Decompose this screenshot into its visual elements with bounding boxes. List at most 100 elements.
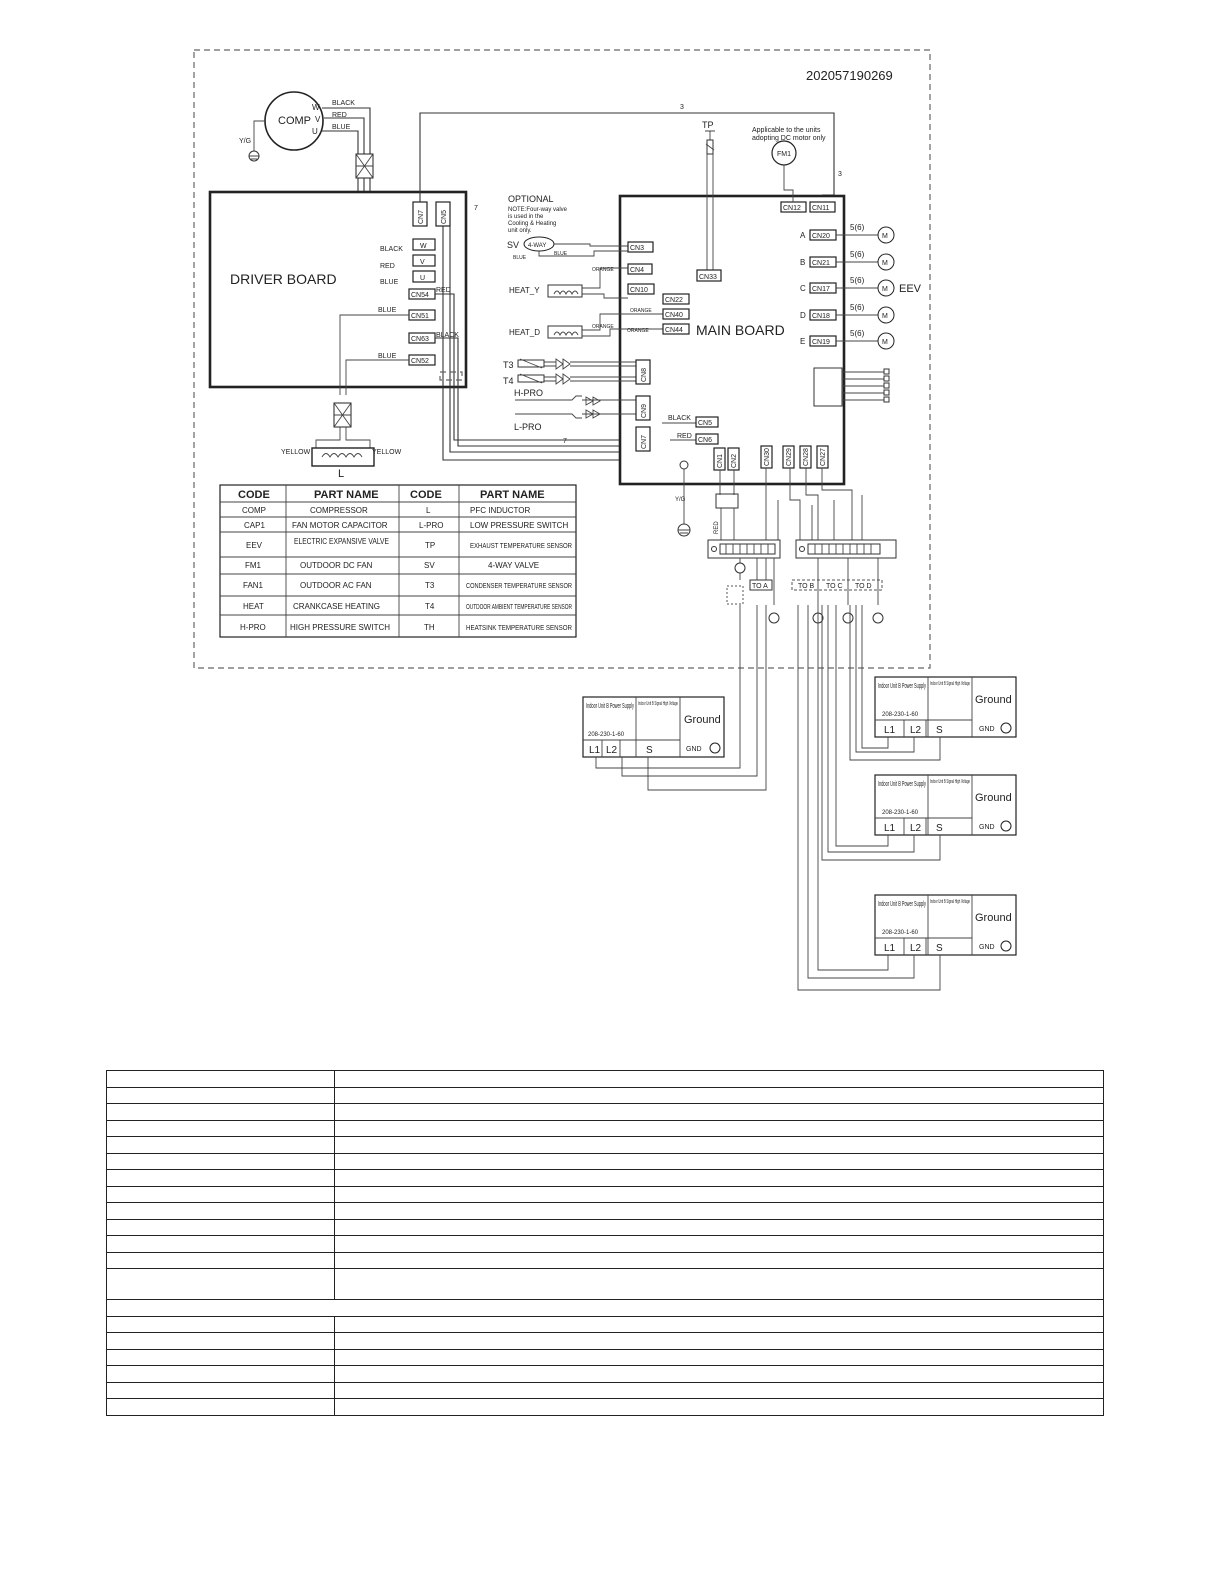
svg-text:FM1: FM1 [245,561,262,570]
indoor-unit-box-c: Indoor Unit B Power Supply Indoor Unit B… [874,774,1017,836]
svg-text:CN11: CN11 [812,205,829,212]
svg-text:COMPRESSOR: COMPRESSOR [310,506,368,515]
svg-text:V: V [315,115,321,124]
eev-valves: A CN20 5(6) M B CN21 5(6) M C CN17 5(6) … [800,223,922,350]
svg-text:PART NAME: PART NAME [480,489,545,501]
svg-text:L: L [426,506,431,515]
main-board [618,194,846,486]
outdoor-unit-boundary [193,49,931,669]
svg-text:T4: T4 [503,376,514,386]
optional-title: OPTIONAL [508,194,554,204]
svg-text:CN5: CN5 [441,210,448,224]
svg-text:CODE: CODE [410,489,442,501]
svg-text:BLACK: BLACK [436,332,459,339]
main-ground-icon [677,523,691,537]
svg-text:CAP1: CAP1 [244,521,265,530]
svg-text:GND: GND [979,944,995,951]
svg-text:Indoor Unit B Power Supply: Indoor Unit B Power Supply [586,703,634,710]
svg-text:is used in the: is used in the [508,214,544,220]
svg-text:TP: TP [425,541,435,550]
svg-text:EEV: EEV [246,541,263,550]
svg-text:S: S [936,943,943,954]
driver-board-label: DRIVER BOARD [230,271,337,287]
svg-text:CN19: CN19 [812,339,830,346]
svg-text:NOTE:Four-way valve: NOTE:Four-way valve [508,207,568,213]
svg-text:L1: L1 [884,943,896,954]
svg-text:BLUE: BLUE [378,353,397,360]
table-row [106,1348,1104,1366]
inductor-label: L [338,468,344,480]
svg-text:CN22: CN22 [665,297,683,304]
svg-text:CN2: CN2 [731,454,738,468]
svg-text:CN28: CN28 [803,448,810,466]
svg-text:Y/G: Y/G [239,138,251,145]
svg-text:FAN MOTOR CAPACITOR: FAN MOTOR CAPACITOR [292,521,388,530]
svg-text:T3: T3 [503,360,514,370]
heat-d-coil [547,325,583,339]
svg-text:W: W [312,103,320,112]
svg-text:CN18: CN18 [812,313,830,320]
table-row [106,1315,1104,1333]
indoor-unit-box-a: Indoor Unit B Power Supply Indoor Unit B… [582,696,725,758]
svg-text:L1: L1 [589,745,601,756]
svg-text:OUTDOOR AC FAN: OUTDOOR AC FAN [300,581,372,590]
svg-text:L2: L2 [606,745,618,756]
svg-text:L1: L1 [884,725,896,736]
svg-text:Indoor Unit B Signal High Volt: Indoor Unit B Signal High Voltage [638,701,678,707]
svg-text:CN9: CN9 [641,404,648,418]
svg-text:BLUE: BLUE [513,255,527,261]
svg-text:CRANKCASE HEATING: CRANKCASE HEATING [293,602,380,611]
svg-text:M: M [882,233,888,240]
svg-text:5(6): 5(6) [850,276,865,285]
svg-text:B: B [800,258,805,267]
svg-text:RED: RED [380,263,395,270]
compressor-ferrite [355,153,374,179]
svg-text:Indoor Unit B Power Supply: Indoor Unit B Power Supply [878,901,926,908]
svg-text:ORANGE: ORANGE [630,308,652,314]
svg-text:PFC INDUCTOR: PFC INDUCTOR [470,506,531,515]
svg-text:L2: L2 [910,823,922,834]
svg-text:W: W [420,243,427,250]
svg-text:TH: TH [424,623,435,632]
svg-text:CN27: CN27 [820,448,827,466]
table-row [106,1398,1104,1416]
table-row [106,1136,1104,1154]
svg-text:208-230-1-60: 208-230-1-60 [882,712,919,718]
sv-label: SV [507,240,519,250]
svg-text:SV: SV [424,561,435,570]
table-row [106,1268,1104,1300]
svg-text:TO D: TO D [855,583,872,590]
svg-text:CONDENSER TEMPERATURE SENSOR: CONDENSER TEMPERATURE SENSOR [466,583,572,590]
compressor-ground-icon [248,150,260,162]
table-row [106,1152,1104,1170]
svg-text:CN6: CN6 [698,437,712,444]
svg-text:FM1: FM1 [777,151,791,158]
svg-text:CN29: CN29 [786,448,793,466]
svg-text:T3: T3 [425,581,435,590]
compressor-label: COMP [278,115,311,127]
table-row [106,1185,1104,1203]
svg-text:GND: GND [979,726,995,733]
svg-text:RED: RED [714,521,720,534]
svg-text:7: 7 [474,205,478,212]
svg-text:CN17: CN17 [812,286,830,293]
svg-text:CN21: CN21 [812,260,830,267]
svg-text:GND: GND [979,824,995,831]
svg-text:L2: L2 [910,943,922,954]
svg-text:TO A: TO A [752,583,768,590]
svg-text:CN10: CN10 [630,287,648,294]
svg-text:M: M [882,313,888,320]
svg-text:CN51: CN51 [411,313,429,320]
svg-text:C: C [800,284,806,293]
svg-text:L-PRO: L-PRO [419,521,443,530]
svg-text:U: U [420,275,425,282]
diagram-id: 202057190269 [806,68,893,83]
svg-text:Indoor Unit B Signal High Volt: Indoor Unit B Signal High Voltage [930,899,970,905]
svg-text:CN44: CN44 [665,327,683,334]
svg-text:EEV: EEV [899,283,922,295]
svg-text:M: M [882,260,888,267]
indoor-unit-box-d: Indoor Unit B Power Supply Indoor Unit B… [874,894,1017,956]
svg-text:H-PRO: H-PRO [514,388,543,398]
svg-text:CN30: CN30 [764,448,771,466]
compressor: COMP W V U [264,91,324,151]
